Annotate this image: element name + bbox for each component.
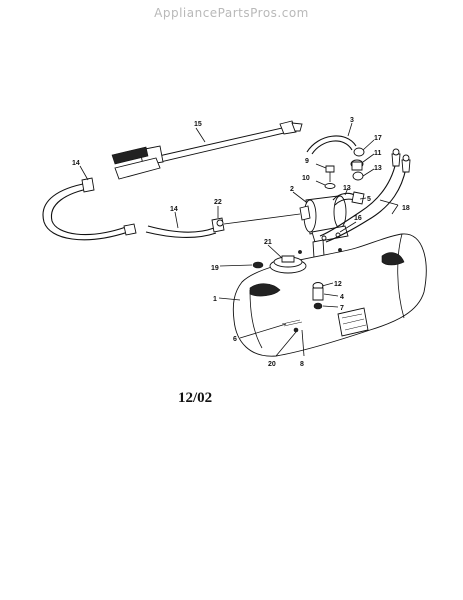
- leader-19: [219, 264, 253, 267]
- leader-18: [379, 199, 399, 215]
- leader-9: [315, 163, 327, 169]
- callout-17: 17: [374, 135, 382, 142]
- hose-fitting: [211, 217, 225, 233]
- callout-11: 11: [374, 150, 382, 157]
- leader-5: [359, 197, 367, 200]
- leader-15: [195, 127, 206, 143]
- leader-11: [362, 153, 375, 163]
- leader-21: [267, 244, 283, 259]
- watermark: AppliancePartsPros.com: [154, 6, 309, 20]
- callout-10: 10: [302, 175, 310, 182]
- clamp-stack: [350, 147, 365, 181]
- callout-12: 12: [334, 281, 342, 288]
- spray-hose: [42, 177, 137, 241]
- callout-14-segment: 14: [170, 206, 178, 213]
- return-hose: [306, 135, 357, 155]
- callout-15: 15: [194, 121, 202, 128]
- leader-1: [218, 297, 241, 301]
- bolt-washer: [324, 165, 336, 189]
- leader-6: [239, 323, 287, 339]
- leader-4: [323, 293, 339, 297]
- leader-13b: [344, 187, 349, 196]
- bypass-hose: [332, 191, 365, 206]
- callout-9: 9: [305, 158, 309, 165]
- leader-17: [362, 139, 375, 151]
- callout-16: 16: [354, 215, 362, 222]
- leader-3: [347, 122, 353, 137]
- callout-4: 4: [340, 294, 344, 301]
- callout-3: 3: [350, 117, 354, 124]
- callout-2: 2: [290, 186, 294, 193]
- callout-18: 18: [402, 205, 410, 212]
- leader-10: [315, 180, 326, 186]
- callout-21: 21: [264, 239, 272, 246]
- callout-8: 8: [300, 361, 304, 368]
- leader-7: [322, 305, 339, 308]
- leader-20: [275, 331, 297, 357]
- power-leads: [319, 148, 411, 243]
- callout-6: 6: [233, 336, 237, 343]
- callout-5: 5: [367, 196, 371, 203]
- hose-segment: [145, 225, 217, 238]
- callout-13-lower: 13: [343, 185, 351, 192]
- leader-8: [301, 329, 305, 357]
- leader-14b: [174, 211, 179, 229]
- callout-7: 7: [340, 305, 344, 312]
- leader-12: [321, 282, 334, 287]
- callout-14-hose: 14: [72, 160, 80, 167]
- leader-16: [339, 221, 357, 233]
- callout-19: 19: [211, 265, 219, 272]
- callout-1: 1: [213, 296, 217, 303]
- callout-13-top: 13: [374, 165, 382, 172]
- pump-assembly: [299, 195, 349, 243]
- leader-13a: [362, 168, 375, 177]
- leader-14a: [79, 165, 89, 181]
- spray-wand: [111, 120, 303, 180]
- date-code: 12/02: [178, 390, 213, 406]
- leader-2: [292, 191, 307, 203]
- callout-20: 20: [268, 361, 276, 368]
- callout-22: 22: [214, 199, 222, 206]
